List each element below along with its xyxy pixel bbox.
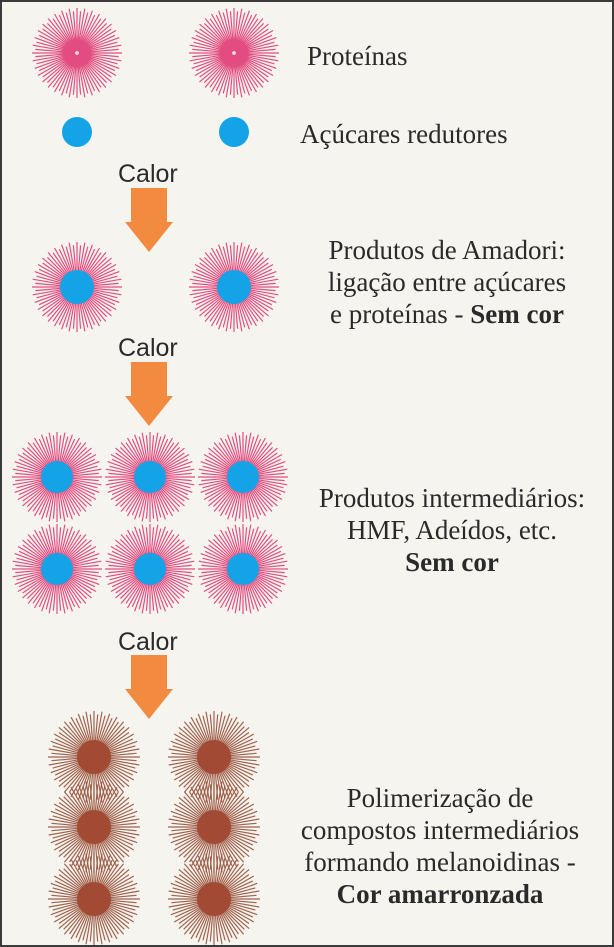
sugar-molecule — [62, 117, 92, 147]
heat-arrow — [125, 362, 173, 426]
label-polimerizacao: Polimerização de compostos intermediário… — [270, 782, 610, 910]
sugar-core — [134, 461, 166, 493]
calor-label-3: Calor — [118, 628, 178, 657]
label-produtos-intermediarios: Produtos intermediários: HMF, Adeídos, e… — [292, 482, 612, 578]
sugar-core — [134, 553, 166, 585]
sugar-core — [60, 270, 94, 304]
sugar-core — [227, 553, 259, 585]
sugar-core — [41, 553, 73, 585]
melanoidin-core — [77, 810, 111, 844]
melanoidin-core — [197, 882, 231, 916]
calor-label-1: Calor — [118, 160, 178, 189]
label-proteinas: Proteínas — [307, 40, 408, 72]
sugar-molecule — [219, 117, 249, 147]
label-produtos-amadori: Produtos de Amadori: ligação entre açúca… — [282, 234, 612, 330]
label-acucares-redutores: Açúcares redutores — [300, 118, 508, 150]
melanoidin-core — [77, 740, 111, 774]
melanoidin-core — [77, 882, 111, 916]
sugar-core — [217, 270, 251, 304]
sugar-core — [41, 461, 73, 493]
sugar-core — [227, 461, 259, 493]
heat-arrow — [125, 655, 173, 719]
calor-label-2: Calor — [118, 334, 178, 363]
melanoidin-core — [197, 740, 231, 774]
heat-arrow — [125, 188, 173, 252]
melanoidin-core — [197, 810, 231, 844]
